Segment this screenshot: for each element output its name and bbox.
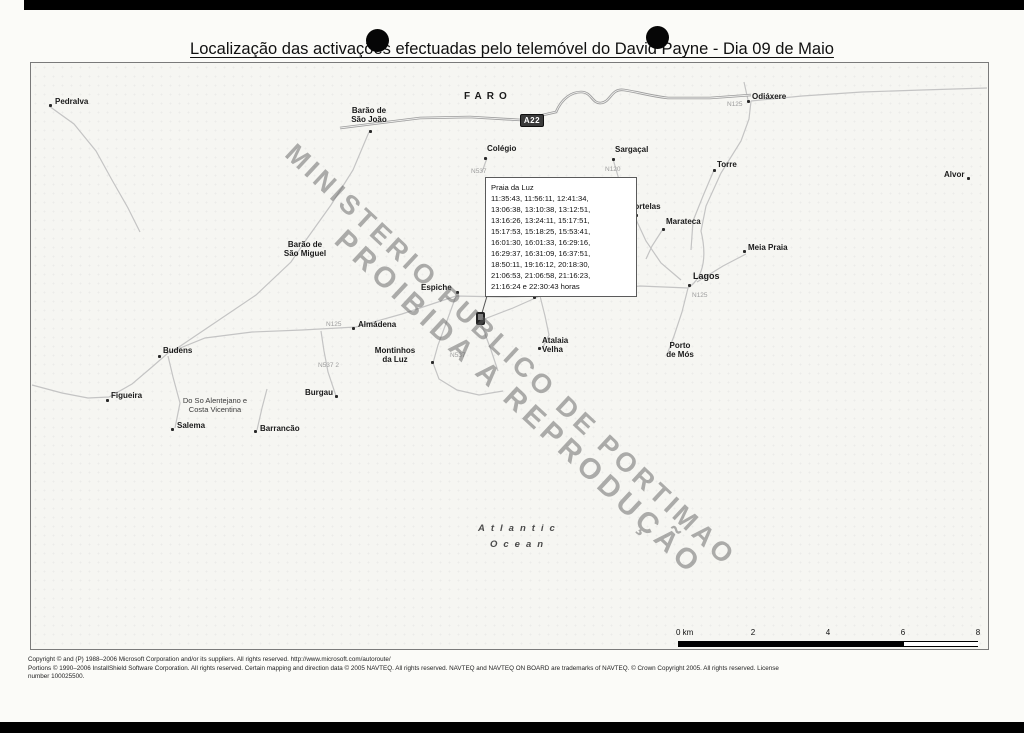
callout-line: 13:16:26, 13:24:11, 15:17:51,	[491, 216, 590, 225]
place-dot	[688, 284, 691, 287]
place-label-pedralva: Pedralva	[55, 97, 89, 106]
callout-title: Praia da Luz	[491, 183, 534, 192]
scale-label: 2	[750, 628, 756, 637]
place-label-porto-de-mos: Porto de Mós	[666, 341, 694, 359]
scale-bar-track	[678, 641, 979, 647]
place-label-figueira: Figueira	[111, 391, 143, 400]
scale-label: 4	[825, 628, 831, 637]
road-label-n537-2: N537 2	[318, 362, 339, 369]
place-dot	[106, 399, 109, 402]
place-label-meia-praia: Meia Praia	[748, 243, 788, 252]
place-label-lagos: Lagos	[693, 271, 720, 281]
place-dot	[158, 355, 161, 358]
place-dot	[369, 130, 372, 133]
road-label-n537: N537	[450, 352, 466, 359]
copyright-line: number 100025500.	[28, 673, 85, 681]
scan-bar-bottom	[0, 722, 1024, 733]
scale-bar: 0 km 2 4 6 8	[676, 628, 982, 654]
place-dot	[335, 395, 338, 398]
place-dot	[662, 228, 665, 231]
place-label-marateca: Marateca	[666, 217, 701, 226]
place-label-montinhos-da-luz: Montinhos da Luz	[374, 346, 416, 364]
place-label-espiche: Espiche	[421, 283, 452, 292]
callout-line: 15:17:53, 15:18:25, 15:53:41,	[491, 227, 591, 236]
callout-line: 16:29:37, 16:31:09, 16:37:51,	[491, 249, 591, 258]
road-label-n537: N537	[471, 168, 487, 175]
place-label-torre: Torre	[717, 160, 737, 169]
place-label-burgau: Burgau	[305, 388, 333, 397]
scale-label: 0 km	[676, 628, 694, 637]
scale-segment	[754, 642, 829, 646]
place-dot	[456, 291, 459, 294]
place-dot	[743, 250, 746, 253]
motorway-shield-a22: A22	[520, 114, 544, 127]
callout-line: 21:06:53, 21:06:58, 21:16:23,	[491, 271, 591, 280]
place-dot	[967, 177, 970, 180]
scan-bar-top	[24, 0, 1024, 10]
copyright-line: Portions © 1990–2006 InstallShield Softw…	[28, 664, 779, 672]
place-label-atalaia-velha: Atalaia Velha	[542, 336, 569, 354]
place-label-faro: FARO	[464, 91, 512, 102]
page-title: Localização das activações efectuadas pe…	[190, 40, 834, 58]
scale-segment	[679, 642, 754, 646]
scale-segment	[904, 642, 979, 646]
place-label-barrancao: Barrancão	[260, 424, 300, 433]
copyright-line: Copyright © and (P) 1988–2006 Microsoft …	[28, 656, 391, 663]
place-dot	[484, 157, 487, 160]
road-label-n125: N125	[326, 321, 342, 328]
activation-times-callout: Praia da Luz 11:35:43, 11:56:11, 12:41:3…	[485, 177, 637, 297]
ocean-label-line2: Ocean	[490, 539, 550, 550]
place-dot	[612, 158, 615, 161]
scale-label: 8	[975, 628, 981, 637]
road-label-n125: N125	[692, 292, 708, 299]
punch-hole-right	[646, 26, 669, 49]
place-label-alvor: Alvor	[944, 170, 965, 179]
scale-segment	[829, 642, 904, 646]
callout-line: 18:50:11, 19:16:12, 20:18:30,	[491, 260, 590, 269]
place-dot	[352, 327, 355, 330]
place-label-almadena: Almádena	[358, 320, 397, 329]
scale-label: 6	[900, 628, 906, 637]
place-dot	[254, 430, 257, 433]
callout-line: 21:16:24 e 22:30:43 horas	[491, 282, 580, 291]
place-dot	[713, 169, 716, 172]
place-label-barao-de-sao-miguel: Barão de São Miguel	[283, 240, 327, 258]
callout-line: 13:06:38, 13:10:38, 13:12:51,	[491, 205, 591, 214]
ocean-label-line1: Atlantic	[478, 523, 561, 534]
punch-hole-left	[366, 29, 389, 52]
place-label-costa-vicentina: Do So Alentejano e Costa Vicentina	[182, 396, 248, 414]
callout-line: 16:01:30, 16:01:33, 16:29:16,	[491, 238, 591, 247]
copyright-notice: Copyright © and (P) 1988–2006 Microsoft …	[28, 656, 978, 682]
place-label-barao-de-sao-joao: Barão de São João	[351, 106, 387, 124]
place-label-salema: Salema	[177, 421, 206, 430]
callout-line: 11:35:43, 11:56:11, 12:41:34,	[491, 194, 589, 203]
road-label-n120: N120	[605, 166, 621, 173]
place-dot	[431, 361, 434, 364]
place-dot	[538, 347, 541, 350]
road-label-n125: N125	[727, 101, 743, 108]
place-label-colegio: Colégio	[487, 144, 517, 153]
place-label-sargacal: Sargaçal	[615, 145, 649, 154]
place-dot	[747, 100, 750, 103]
phone-activation-marker	[476, 312, 485, 325]
place-dot	[49, 104, 52, 107]
place-dot	[171, 428, 174, 431]
place-label-budens: Budens	[163, 346, 193, 355]
place-label-odiaxere: Odiáxere	[752, 92, 787, 101]
